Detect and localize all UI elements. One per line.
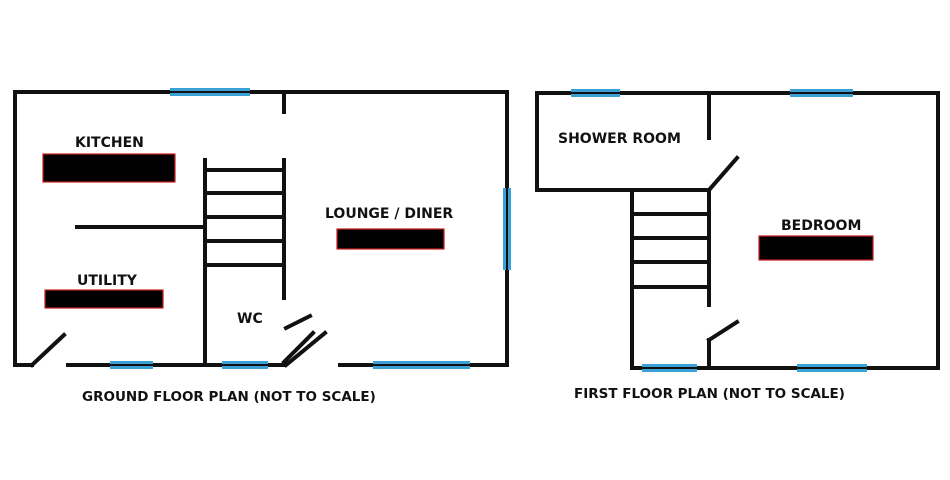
ground-floor-plan [13, 90, 509, 368]
room-label-kitchen: KITCHEN [75, 135, 144, 151]
first-floor-plan [535, 91, 940, 370]
ff-door-shower [706, 155, 740, 193]
first-floor-caption: FIRST FLOOR PLAN (NOT TO SCALE) [574, 386, 845, 402]
room-label-utility: UTILITY [77, 273, 138, 289]
bedroom-redacted-bar [758, 235, 874, 261]
gf-door-utility [29, 332, 67, 368]
ff-door-bedroom [706, 319, 740, 343]
ground-floor-caption: GROUND FLOOR PLAN (NOT TO SCALE) [82, 389, 376, 405]
gf-stair-treads [203, 168, 286, 267]
gf-outer-wall-top-right [248, 90, 509, 190]
ff-windows-inner [571, 92, 867, 369]
utility-redacted-bar [44, 289, 164, 309]
room-label-lounge: LOUNGE / DINER [325, 206, 453, 222]
lounge-redacted-bar [336, 228, 445, 250]
kitchen-redacted-bar [42, 153, 176, 183]
room-label-bedroom: BEDROOM [781, 218, 861, 234]
gf-windows-inner [110, 91, 508, 366]
room-label-shower: SHOWER ROOM [558, 131, 681, 147]
ff-stair-treads [630, 212, 711, 289]
gf-door-wc-a [281, 330, 316, 365]
gf-redacted-bars [42, 153, 445, 309]
gf-door-lounge [283, 330, 328, 368]
gf-door-wc-b [283, 313, 313, 331]
room-label-wc: WC [237, 311, 263, 327]
